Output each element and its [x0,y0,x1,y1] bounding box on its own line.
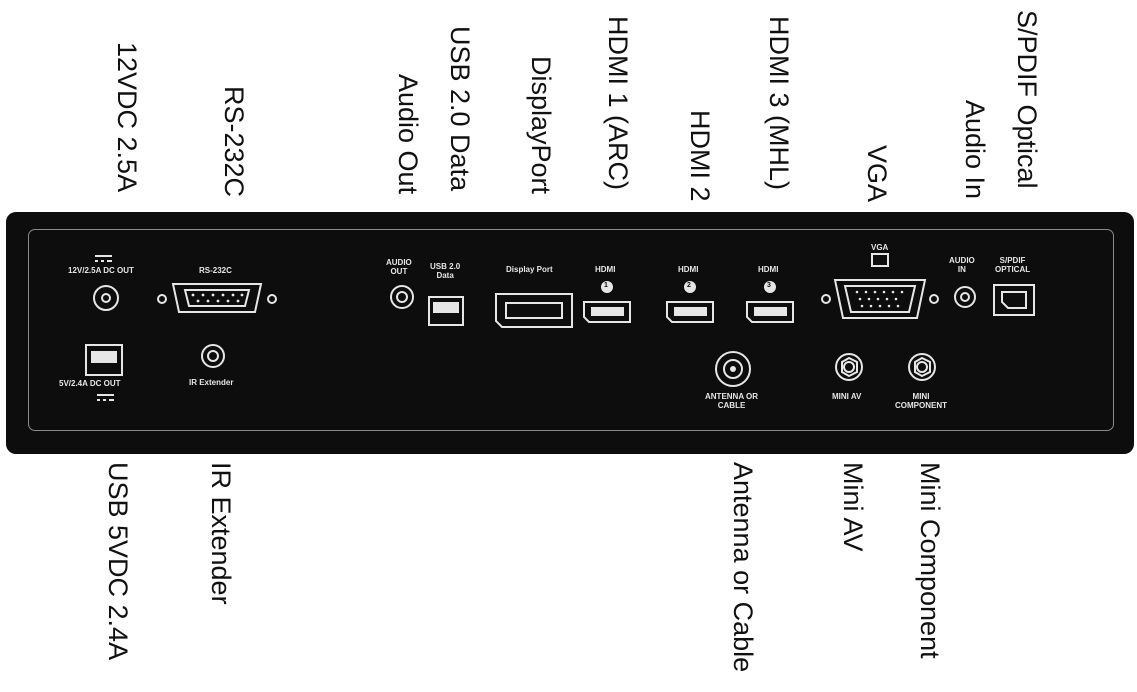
panel-label-vga: VGA [871,243,889,252]
hdmi1-connector [583,281,631,323]
panel-label-ir-ext: IR Extender [189,378,234,387]
mini-component-jack [908,353,936,381]
hdmi3-number: 3 [767,282,771,289]
panel-label-antenna: ANTENNA OR CABLE [705,392,759,411]
panel-label-spdif: S/PDIF OPTICAL [995,256,1031,275]
callout-mini-av: Mini AV [838,462,868,552]
displayport-connector [495,293,573,328]
panel-inner-border [28,229,1114,431]
rs232-connector [157,283,277,313]
audio-out-jack [390,285,414,309]
callout-rs232: RS-232C [219,86,249,198]
panel-label-usb-power: 5V/2.4A DC OUT [59,379,121,388]
usb-power-port [85,344,123,401]
callout-displayport: DisplayPort [526,56,556,195]
spdif-optical-port [993,284,1035,316]
dc-out-jack [93,255,119,311]
callout-hdmi1: HDMI 1 (ARC) [603,16,633,190]
callout-hdmi3: HDMI 3 (MHL) [764,16,794,190]
rear-io-panel: 12V/2.5A DC OUT RS-232C AUDIO OUT USB 2.… [6,212,1134,454]
panel-label-rs232: RS-232C [199,266,232,275]
panel-label-mini-av: MINI AV [832,392,862,401]
callout-audio-in: Audio In [960,100,990,200]
usb-data-port [428,296,464,326]
panel-label-dc-out: 12V/2.5A DC OUT [68,266,134,275]
antenna-connector [715,351,751,387]
panel-label-audio-out: AUDIO OUT [386,258,412,277]
panel-label-mini-comp: MINI COMPONENT [895,392,947,411]
callout-ir-ext: IR Extender [206,462,236,605]
callout-usb-data: USB 2.0 Data [445,26,475,192]
vga-connector [821,253,939,319]
panel-label-displayport: Display Port [506,265,553,274]
panel-label-audio-in: AUDIO IN [949,256,975,275]
callout-antenna: Antenna or Cable [728,462,758,673]
panel-label-hdmi1: HDMI [595,265,616,274]
panel-label-usb-data: USB 2.0 Data [430,262,461,281]
ir-extender-jack [201,344,225,368]
callout-hdmi2: HDMI 2 [685,110,715,202]
hdmi3-connector [746,281,794,323]
callout-usb-power: USB 5VDC 2.4A [103,462,133,661]
callout-vga: VGA [862,145,892,203]
panel-label-hdmi3: HDMI [758,265,779,274]
hdmi2-connector [666,281,714,323]
hdmi1-number: 1 [604,282,608,289]
callout-spdif: S/PDIF Optical [1012,10,1042,189]
hdmi2-number: 2 [687,282,691,289]
callout-mini-comp: Mini Component [915,462,945,659]
panel-label-hdmi2: HDMI [678,265,699,274]
mini-av-jack [835,353,863,381]
callout-audio-out: Audio Out [393,74,423,195]
audio-in-jack [954,286,976,308]
port-graphics [85,253,1035,401]
callout-dc-out: 12VDC 2.5A [112,42,142,193]
